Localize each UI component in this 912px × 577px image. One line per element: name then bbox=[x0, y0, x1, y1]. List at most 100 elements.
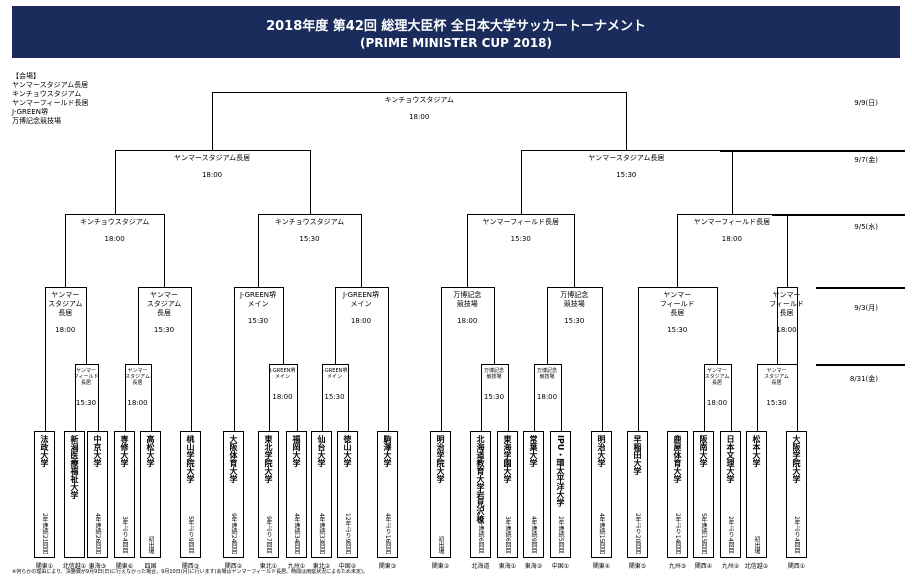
bracket-line bbox=[86, 287, 87, 364]
bracket-line bbox=[467, 214, 469, 287]
match-time: 15:30 bbox=[483, 393, 505, 401]
team-record: 初出場 bbox=[147, 536, 154, 554]
bracket-line bbox=[233, 287, 284, 288]
team-record: 2年ぶり4回目 bbox=[793, 516, 800, 554]
team-region: 四国 bbox=[144, 563, 157, 570]
team-region: 北信越① bbox=[62, 563, 87, 570]
team-name: 松本大学 bbox=[752, 435, 761, 467]
team-name: 早稲田大学 bbox=[633, 435, 642, 475]
team-region: 東北② bbox=[312, 563, 331, 570]
team-region: 関西③ bbox=[181, 563, 200, 570]
date-round-of-16: 9/3(月) bbox=[854, 304, 878, 312]
bracket-line bbox=[756, 364, 758, 431]
team-record: 3年連続6回目 bbox=[504, 516, 511, 554]
team-name: 中京大学 bbox=[93, 435, 102, 467]
match-time: 18:00 bbox=[350, 317, 372, 325]
team-name: 徳山大学 bbox=[343, 435, 352, 467]
team-name: 福岡大学 bbox=[292, 435, 301, 467]
match-venue: 万博記念 競技場 bbox=[453, 291, 482, 308]
venue-legend-item: J-GREEN堺 bbox=[12, 108, 48, 116]
match-time: 18:00 bbox=[457, 317, 478, 325]
match-venue: ヤンマー スタジアム 長居 bbox=[146, 291, 182, 317]
match-time: 15:30 bbox=[766, 399, 787, 407]
bracket-line bbox=[720, 150, 905, 152]
date-final: 9/9(日) bbox=[854, 99, 878, 107]
bracket-line bbox=[268, 364, 270, 431]
match-venue: J-GREEN堺 メイン bbox=[321, 368, 348, 380]
team-record: 初出場 bbox=[753, 536, 760, 554]
bracket-line bbox=[786, 214, 788, 287]
bracket-line bbox=[677, 214, 788, 215]
bracket-line bbox=[480, 364, 482, 431]
match-time: 15:30 bbox=[616, 171, 637, 179]
bracket-line bbox=[547, 287, 548, 364]
team-name: 明治学院大学 bbox=[436, 435, 445, 483]
team-name: 常葉大学 bbox=[529, 435, 538, 467]
bracket-line bbox=[65, 214, 165, 215]
bracket-line bbox=[440, 287, 442, 431]
match-time: 18:00 bbox=[706, 399, 728, 407]
tournament-subtitle: (PRIME MINISTER CUP 2018) bbox=[359, 36, 553, 50]
bracket-line bbox=[467, 214, 576, 215]
date-first-round: 8/31(金) bbox=[849, 375, 878, 383]
match-venue: 万博記念 競技場 bbox=[536, 368, 557, 380]
team-name: 日本文理大学 bbox=[726, 435, 735, 483]
match-venue: キンチョウスタジアム bbox=[79, 218, 150, 226]
bracket-line bbox=[533, 364, 535, 431]
bracket-line bbox=[507, 364, 509, 431]
bracket-line bbox=[114, 150, 311, 151]
team-record: 3年ぶり4回目 bbox=[121, 516, 128, 554]
bracket-line bbox=[258, 214, 362, 215]
team-region: 九州① bbox=[287, 563, 306, 570]
team-name: 明治大学 bbox=[597, 435, 606, 467]
team-region: 関西② bbox=[224, 563, 243, 570]
team-name: 法政大学 bbox=[40, 435, 49, 467]
match-time: 15:30 bbox=[75, 399, 97, 407]
match-venue: キンチョウスタジアム bbox=[274, 218, 345, 226]
team-entry: 高松大学初出場 bbox=[140, 431, 161, 558]
team-record: 4年ぶり16回目 bbox=[384, 512, 391, 554]
match-time: 15:30 bbox=[510, 235, 531, 243]
team-region: 関西① bbox=[787, 563, 806, 570]
team-entry: 松本大学初出場 bbox=[746, 431, 767, 558]
team-region: 中国① bbox=[551, 563, 570, 570]
bracket-line bbox=[97, 364, 99, 431]
team-record: 4年連続33回目 bbox=[318, 512, 325, 554]
team-region: 関西④ bbox=[694, 563, 713, 570]
match-time: 18:00 bbox=[409, 113, 430, 121]
team-record: 4年連続34回目 bbox=[293, 512, 300, 554]
bracket-line bbox=[731, 150, 733, 214]
match-time: 18:00 bbox=[104, 235, 125, 243]
bracket-line bbox=[233, 287, 235, 431]
venue-legend-item: ヤンマーフィールド長居 bbox=[12, 99, 89, 107]
bracket-line bbox=[533, 364, 562, 365]
team-region: 東北① bbox=[259, 563, 278, 570]
date-quarterfinal: 9/5(水) bbox=[854, 223, 878, 231]
team-region: 関東② bbox=[431, 563, 450, 570]
venue-legend-item: ヤンマースタジアム長居 bbox=[12, 81, 89, 89]
bracket-line bbox=[520, 150, 522, 214]
team-name: 桃山学院大学 bbox=[186, 435, 195, 483]
bracket-line bbox=[190, 287, 192, 431]
bracket-line bbox=[480, 364, 509, 365]
bracket-line bbox=[44, 287, 46, 431]
bracket-line bbox=[347, 364, 349, 431]
bracket-line bbox=[309, 150, 311, 214]
bracket-line bbox=[730, 364, 732, 431]
bracket-line bbox=[74, 364, 99, 365]
match-time: 15:30 bbox=[299, 235, 320, 243]
team-region: 九州③ bbox=[668, 563, 687, 570]
bracket-line bbox=[440, 287, 495, 288]
team-entry: 新潟医療福祉大学 bbox=[64, 431, 85, 558]
